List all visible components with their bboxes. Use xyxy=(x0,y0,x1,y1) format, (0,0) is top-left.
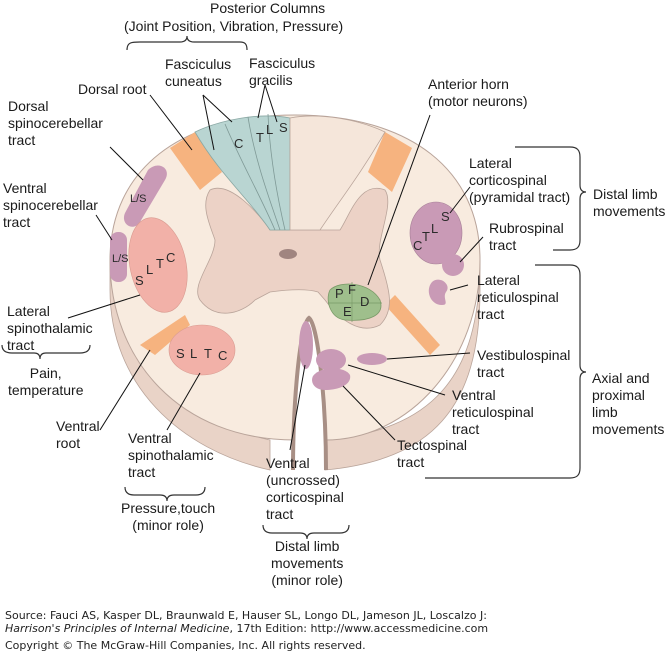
ventral-spinothalamic-tract xyxy=(168,324,236,376)
tract-letter: C xyxy=(166,250,175,265)
ventral-reticulospinal-label: Ventral reticulospinal tract xyxy=(452,387,534,437)
tract-letter: T xyxy=(156,256,164,271)
cord-side-right xyxy=(324,259,481,471)
ventral-reticulospinal-tract xyxy=(316,349,346,371)
fasciculus-cuneatus-label: Fasciculus cuneatus xyxy=(165,56,232,89)
distal-limb-label: Distal limb movements xyxy=(593,186,666,219)
posterior-columns-title: Posterior Columns xyxy=(210,0,326,16)
posterior-column-right xyxy=(289,115,386,231)
fasciculus-gracilis-label: Fasciculus gracilis xyxy=(249,55,316,88)
tract-letter: L/S xyxy=(112,253,129,265)
ventral-spinocerebellar-tract xyxy=(110,232,127,282)
footer-copyright: Copyright © The McGraw-Hill Companies, I… xyxy=(5,639,366,652)
brackets xyxy=(1,35,587,540)
ventral-corticospinal-label: Ventral (uncrossed) corticospinal tract xyxy=(266,455,344,522)
tract-letter: S xyxy=(441,209,450,224)
tract-letter: T xyxy=(422,229,430,244)
tract-letter: L xyxy=(146,262,153,277)
axial-proximal-label: Axial and proximal limb movements xyxy=(592,370,665,437)
distal-limb-minor-label: Distal limb movements (minor role) xyxy=(271,538,344,588)
tectospinal-tract xyxy=(312,368,351,390)
tract-letter: D xyxy=(360,294,369,309)
dorsal-spinocerebellar-tract xyxy=(123,165,167,227)
tract-letter: L/S xyxy=(130,193,147,205)
central-canal xyxy=(279,249,297,259)
ventral-spinothalamic-label: Ventral spinothalamic tract xyxy=(128,430,214,480)
ventral-root-label: Ventral root xyxy=(56,418,100,451)
footer-source: Source: Fauci AS, Kasper DL, Braunwald E… xyxy=(5,609,487,622)
rubrospinal-tract xyxy=(442,254,464,276)
tract-letter: C xyxy=(218,348,227,363)
dorsal-spinocerebellar-label: Dorsal spinocerebellar tract xyxy=(8,98,103,148)
dorsal-root-label: Dorsal root xyxy=(78,81,147,97)
posterior-column-left xyxy=(194,115,291,231)
lateral-corticospinal-label: Lateral corticospinal (pyramidal tract) xyxy=(469,155,571,205)
lateral-reticulospinal-tract xyxy=(428,279,448,305)
tract-letter: P xyxy=(335,286,344,301)
tectospinal-label: Tectospinal tract xyxy=(397,437,468,470)
tract-letter: F xyxy=(348,282,356,297)
tract-letter: C xyxy=(234,136,243,151)
tract-letter: S xyxy=(135,273,144,288)
lateral-corticospinal-tract xyxy=(409,201,463,265)
tract-letter: S xyxy=(176,346,185,361)
tract-letter: C xyxy=(413,238,422,253)
tract-letter: E xyxy=(343,304,352,319)
lateral-spinothalamic-label: Lateral spinothalamic tract xyxy=(7,303,93,353)
dorsal-root-left xyxy=(170,132,222,190)
dorsal-root-right xyxy=(368,132,412,192)
footer-book: Harrison's Principles of Internal Medici… xyxy=(5,622,488,636)
posterior-columns-subtitle: (Joint Position, Vibration, Pressure) xyxy=(124,18,344,34)
ventral-corticospinal-tract xyxy=(299,321,313,369)
tract-letter: L xyxy=(266,122,273,137)
ventral-root-left xyxy=(140,315,190,355)
pain-temperature-label: Pain, temperature xyxy=(8,365,84,398)
anterior-horn-label: Anterior horn (motor neurons) xyxy=(428,76,528,109)
leader-lines xyxy=(67,84,484,451)
lateral-spinothalamic-tract xyxy=(128,217,188,313)
book-title: Harrison's Principles of Internal Medici… xyxy=(5,622,230,635)
lateral-reticulospinal-label: Lateral reticulospinal tract xyxy=(477,272,559,322)
vestibulospinal-label: Vestibulospinal tract xyxy=(477,347,571,380)
tract-letter: S xyxy=(279,120,288,135)
rubrospinal-label: Rubrospinal tract xyxy=(489,220,564,253)
ventral-root-right xyxy=(385,295,440,355)
tract-letter: L xyxy=(190,346,197,361)
book-edition: , 17th Edition: http://www.accessmedicin… xyxy=(229,622,489,635)
tract-letter: T xyxy=(204,346,212,361)
anterior-horn-motor-neurons xyxy=(327,283,382,321)
ventral-spinocerebellar-label: Ventral spinocerebellar tract xyxy=(3,180,98,230)
tract-letter: T xyxy=(256,130,264,145)
vestibulospinal-tract xyxy=(357,353,387,365)
tract-letter: L xyxy=(431,221,438,236)
pressure-touch-label: Pressure,touch (minor role) xyxy=(121,500,216,533)
